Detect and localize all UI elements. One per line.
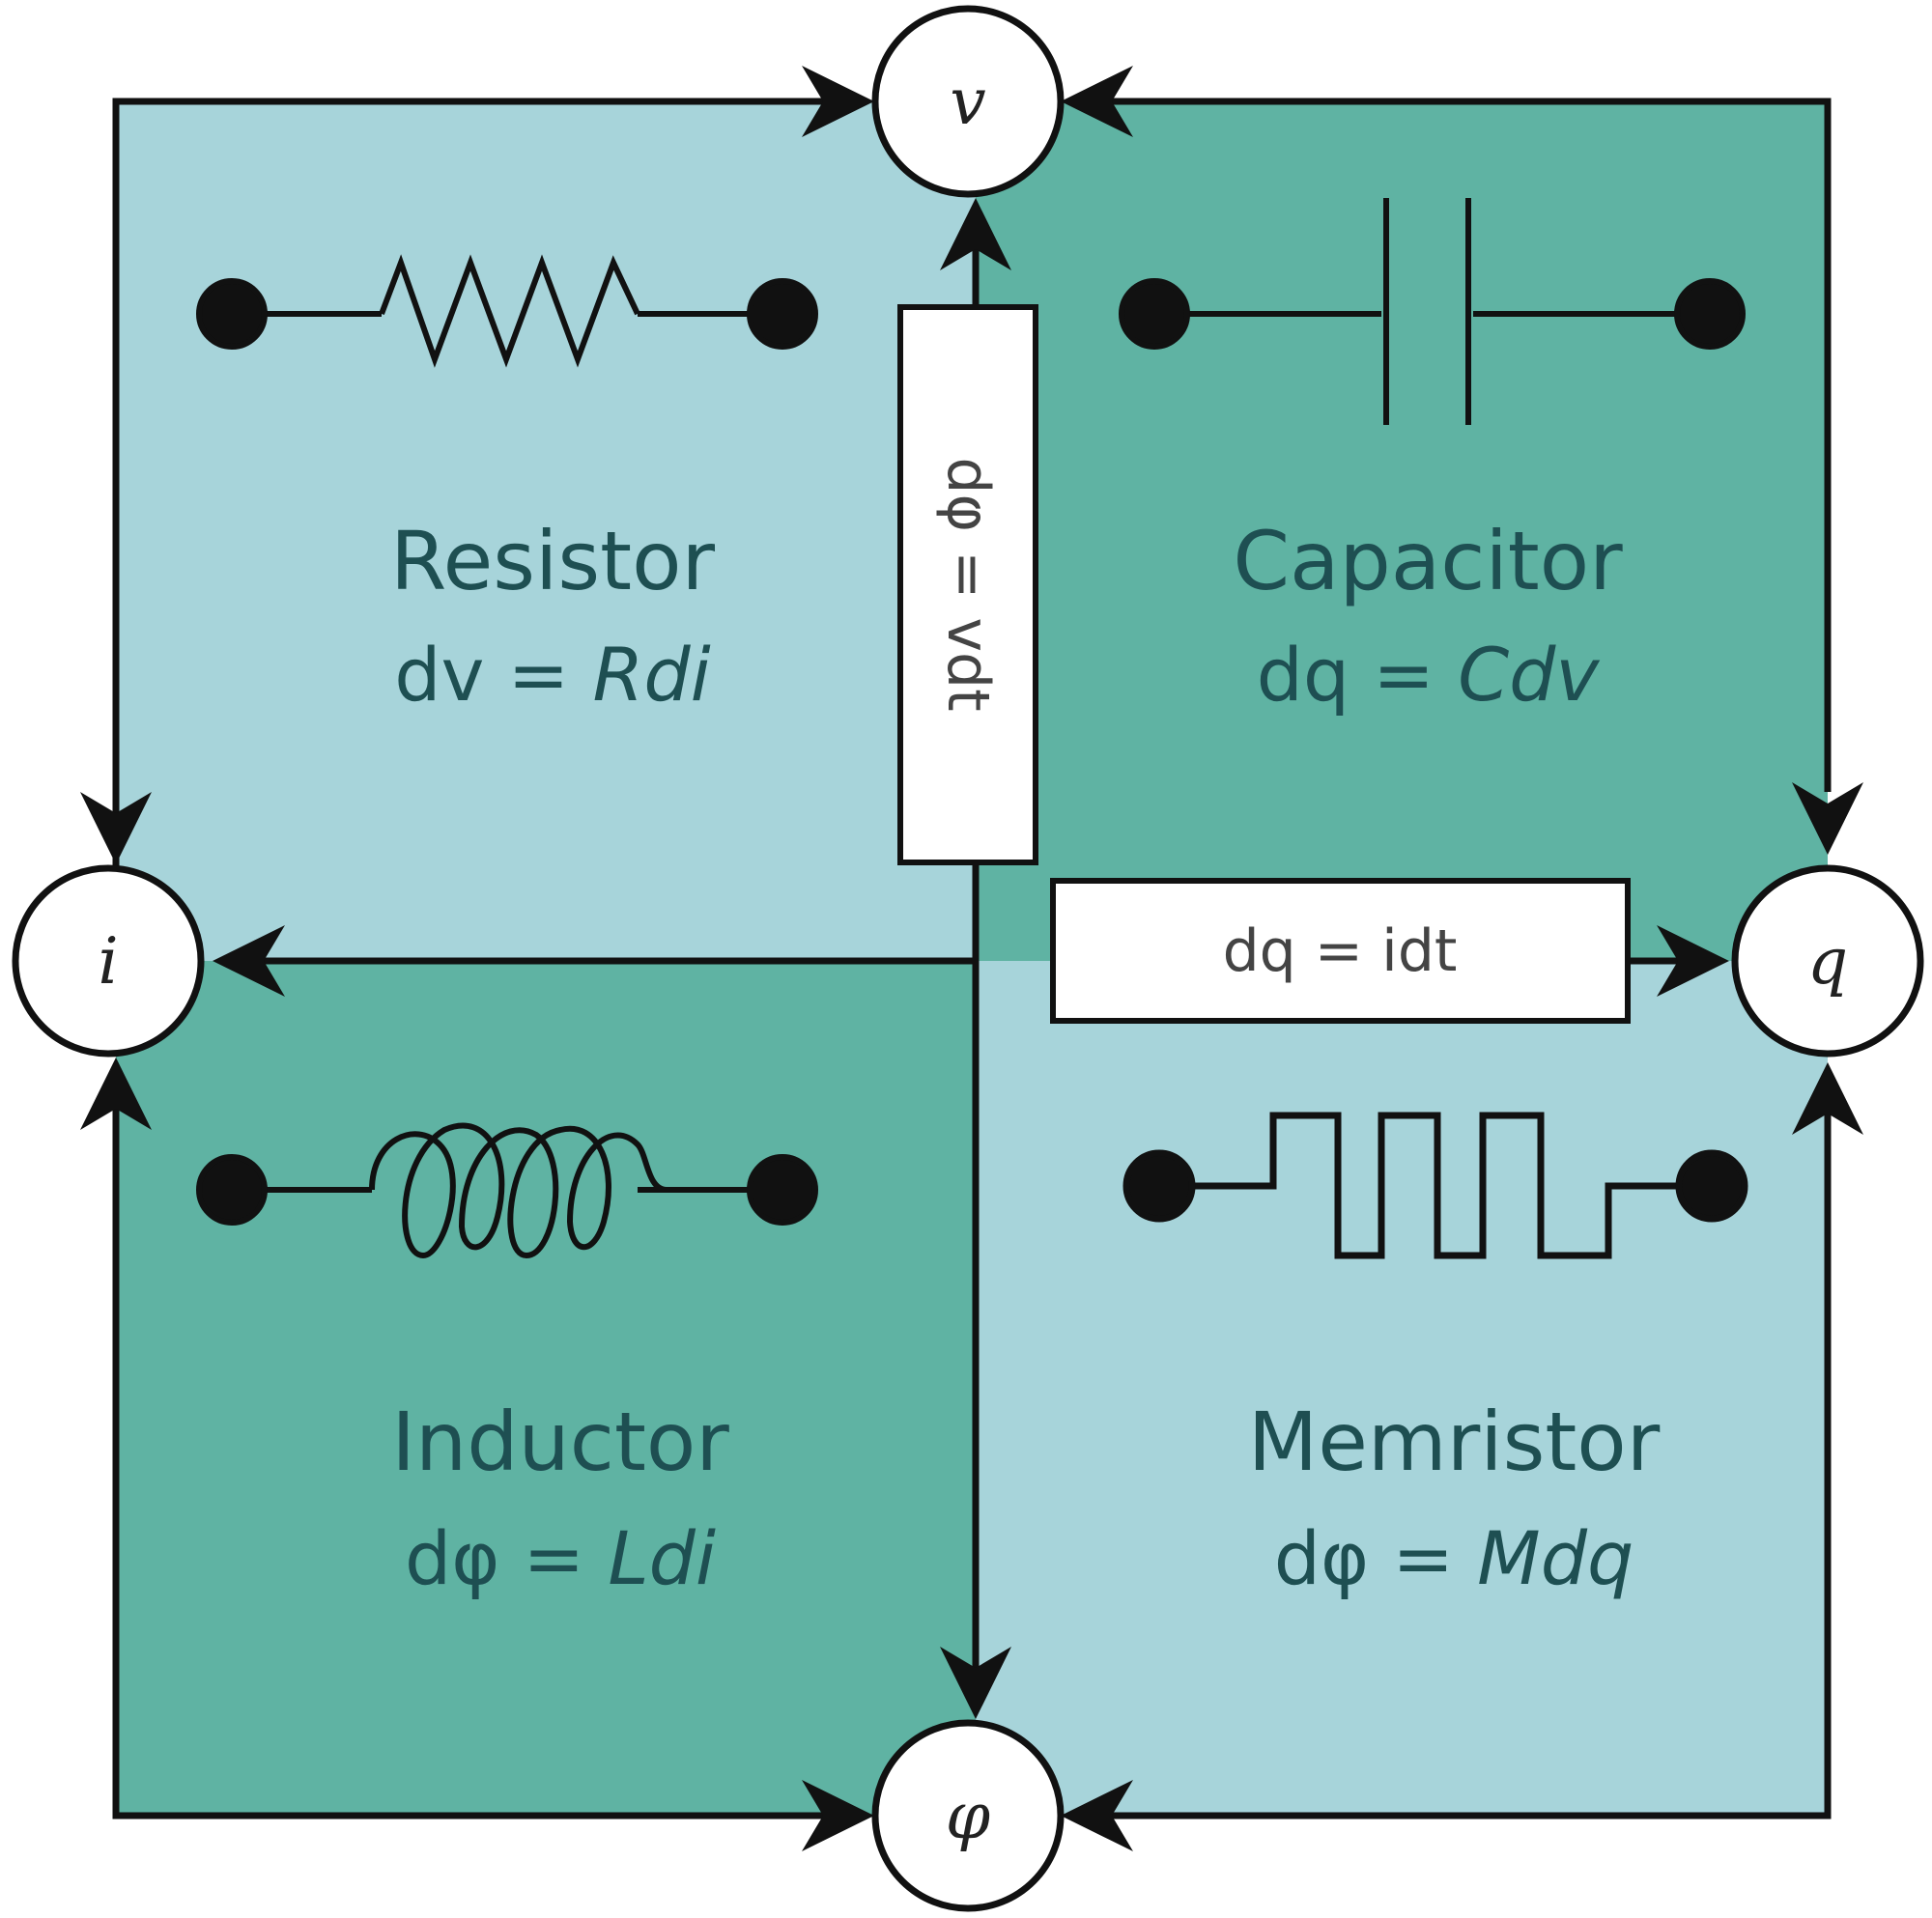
node-q-label: q xyxy=(1807,924,1848,999)
capacitor-quadrant xyxy=(976,101,1828,961)
arrow-into-phi-left xyxy=(802,1780,874,1851)
arrow-into-v-right xyxy=(1061,66,1133,137)
node-v: v xyxy=(871,5,1065,198)
arrow-into-i-bottom xyxy=(80,1058,152,1130)
memristor-icon xyxy=(1122,1112,1748,1259)
relation-flux-voltage: dφ = vdt xyxy=(897,304,1038,865)
inductor-name: Inductor xyxy=(391,1395,729,1489)
memristor-quadrant xyxy=(976,961,1828,1816)
capacitor-equation: dq = Cdv xyxy=(1257,632,1601,718)
relation-flux-voltage-text: dφ = vdt xyxy=(934,457,1002,711)
capacitor-name: Capacitor xyxy=(1233,514,1623,608)
arrowheads xyxy=(80,66,1863,1851)
node-v-label: v xyxy=(950,65,985,139)
inductor-equation: dφ = Ldi xyxy=(405,1515,716,1601)
arrow-into-i-top xyxy=(80,792,152,864)
node-i: i xyxy=(12,864,205,1058)
arrow-into-q-bottom xyxy=(1792,1062,1863,1135)
arrow-into-q-top xyxy=(1792,782,1863,855)
arrow-into-i-right xyxy=(213,925,285,997)
resistor-name: Resistor xyxy=(390,514,715,608)
node-phi: φ xyxy=(871,1719,1065,1912)
resistor-icon xyxy=(196,254,818,368)
capacitor-icon xyxy=(1119,198,1746,425)
memristor-equation: dφ = Mdq xyxy=(1274,1515,1634,1601)
node-i-label: i xyxy=(98,924,118,999)
inductor-icon xyxy=(196,1122,818,1259)
node-q: q xyxy=(1731,864,1924,1058)
relation-charge-current-text: dq = idt xyxy=(1223,917,1458,985)
arrow-into-phi-right xyxy=(1061,1780,1133,1851)
resistor-equation: dv = Rdi xyxy=(394,632,710,718)
arrow-into-v-left xyxy=(802,66,874,137)
inductor-quadrant xyxy=(116,961,976,1816)
arrow-into-phi-top xyxy=(940,1647,1011,1719)
arrow-into-v-bottom xyxy=(940,198,1011,270)
resistor-quadrant xyxy=(116,101,976,961)
node-phi-label: φ xyxy=(946,1779,990,1853)
relation-charge-current: dq = idt xyxy=(1050,878,1631,1024)
arrow-into-q-left xyxy=(1657,925,1729,997)
memristor-name: Memristor xyxy=(1248,1395,1661,1489)
